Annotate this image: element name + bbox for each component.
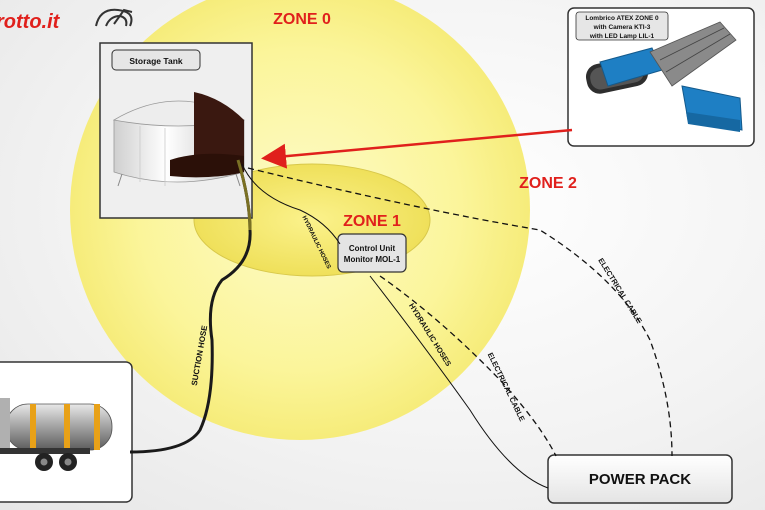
electrical-cable-power-line [379, 275, 557, 457]
control-unit-label-line2: Monitor MOL-1 [344, 255, 401, 264]
control-unit-box [337, 233, 407, 273]
control-unit-label-line1: Control Unit [349, 244, 396, 253]
logo-text: rotto.it [0, 11, 61, 33]
power-pack-label: POWER PACK [589, 471, 691, 488]
tanker-truck-panel [0, 361, 133, 503]
logo-emblem-icon [95, 8, 133, 27]
robot-label-line2: with Camera KTI-3 [593, 24, 651, 31]
robot-panel [567, 7, 755, 147]
hydraulic-hoses-tank-line [241, 163, 341, 245]
robot-insertion-arrow [261, 128, 573, 169]
electrical-cable-power-label: ELECTRICAL CABLE [486, 351, 527, 423]
zone-2-label: ZONE 2 [519, 175, 577, 192]
zone-0-label: ZONE 0 [273, 11, 331, 28]
zone-1-label: ZONE 1 [343, 213, 401, 230]
electrical-cable-robot-label: ELECTRICAL CABLE [596, 256, 644, 325]
power-pack-box [547, 454, 733, 504]
robot-label-line3: with LED Lamp LIL-1 [589, 33, 655, 40]
electrical-cable-robot-line [247, 167, 673, 457]
hydraulic-hoses-power-line [369, 275, 549, 489]
robot-label-line1: Lombrico ATEX ZONE 0 [585, 15, 659, 22]
storage-tank-label: Storage Tank [129, 56, 182, 66]
storage-tank-panel [99, 42, 253, 219]
brand-logo: rotto.it [0, 8, 133, 33]
